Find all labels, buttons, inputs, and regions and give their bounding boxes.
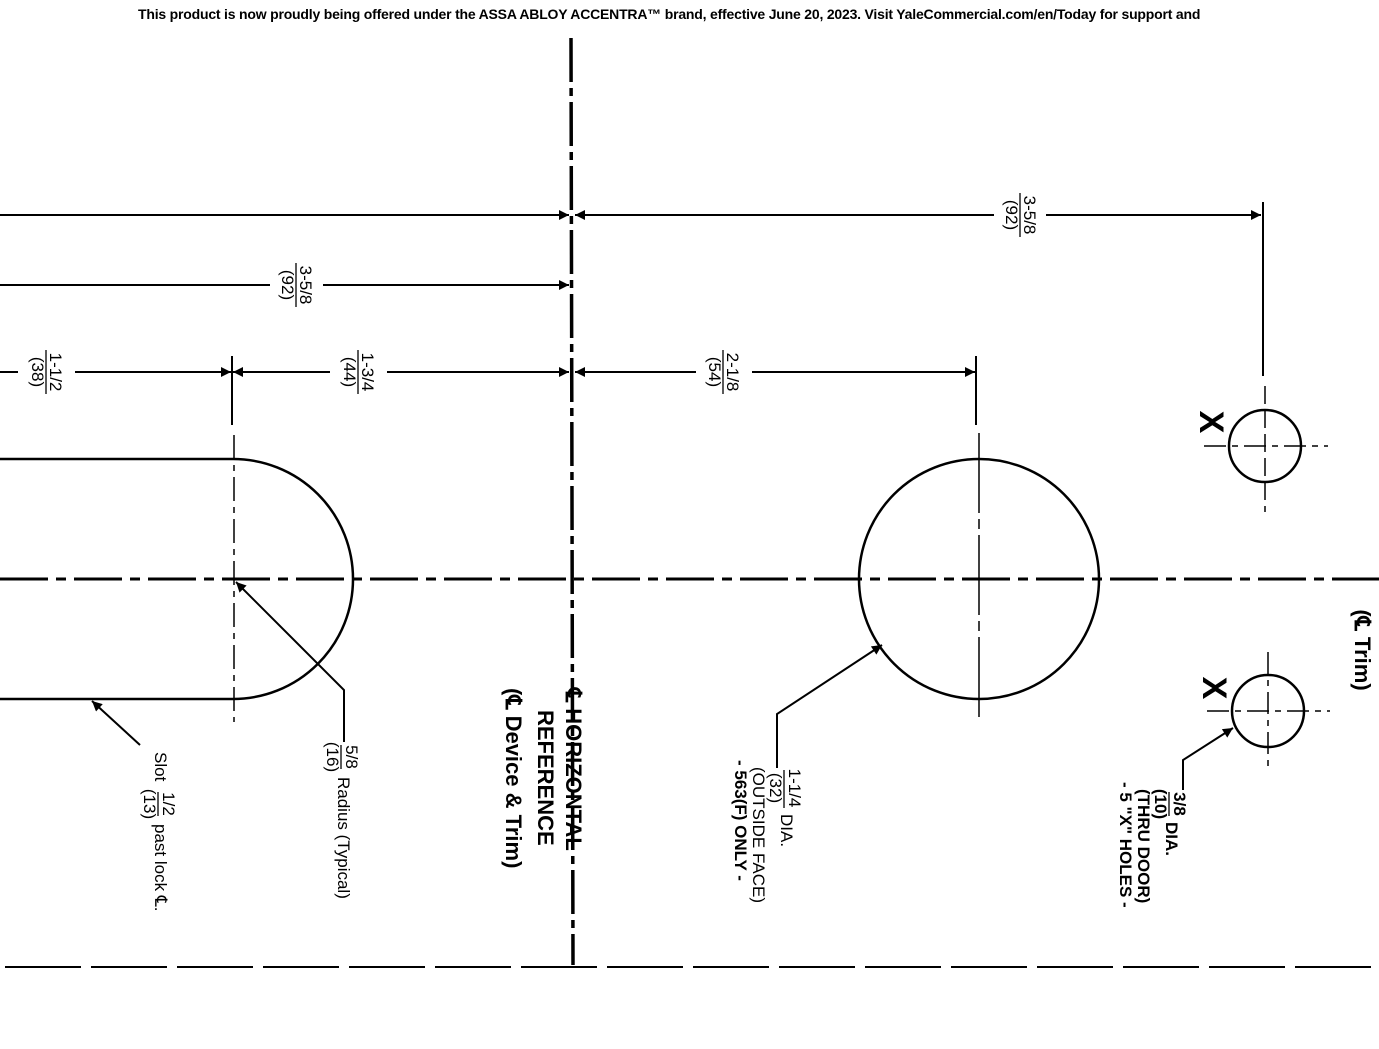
svg-text:(32): (32) [766,773,785,803]
hole-mark-top: X [1192,411,1230,434]
svg-text:- 563(F) ONLY -: - 563(F) ONLY - [731,760,750,881]
trim-centerline-label: (℄ Trim) [1350,609,1375,690]
svg-text:℄ HORIZONTAL: ℄ HORIZONTAL [561,687,586,851]
svg-text:Radius (Typical): Radius (Typical) [334,777,353,899]
horizontal-reference-label: ℄ HORIZONTAL REFERENCE (℄ Device & Trim) [501,687,586,868]
svg-text:2-1/8: 2-1/8 [723,353,742,392]
svg-text:(38): (38) [28,357,47,387]
svg-text:past lock ℄.: past lock ℄. [151,824,170,911]
svg-text:REFERENCE: REFERENCE [533,710,558,846]
small-hole-bottom [1207,652,1330,772]
slot-note: Slot 1/2 (13) past lock ℄. [140,752,178,911]
dim-label-mid-right: 2-1/8 (54) [705,350,742,394]
svg-text:(OUTSIDE FACE): (OUTSIDE FACE) [749,767,768,903]
svg-text:(92): (92) [1002,200,1021,230]
big-hole-note: 1-1/4 (32) DIA. (OUTSIDE FACE) - 563(F) … [731,760,804,903]
svg-text:(10): (10) [1151,789,1170,819]
notice-banner: This product is now proudly being offere… [138,6,1201,22]
dim-label-top: 3-5/8 (92) [1002,193,1039,237]
svg-text:(92): (92) [278,270,297,300]
svg-text:(16): (16) [323,742,342,772]
svg-text:1/2: 1/2 [159,792,178,816]
leader-lines [91,581,1234,790]
svg-text:Slot: Slot [151,752,170,782]
svg-text:(54): (54) [705,357,724,387]
svg-text:DIA.: DIA. [777,814,796,847]
svg-text:- 5 "X" HOLES -: - 5 "X" HOLES - [1116,782,1135,908]
hole-mark-bottom: X [1195,677,1233,700]
horizontal-reference-centerline [569,37,575,966]
svg-text:(44): (44) [340,357,359,387]
svg-text:5/8: 5/8 [342,745,361,769]
dim-label-mid-left: 1-3/4 (44) [340,350,377,394]
big-hole [857,433,1101,722]
svg-text:(THRU DOOR): (THRU DOOR) [1134,789,1153,903]
svg-text:DIA.: DIA. [1162,822,1181,856]
svg-text:1-1/4: 1-1/4 [785,769,804,808]
svg-text:(13): (13) [140,789,159,819]
svg-text:3-5/8: 3-5/8 [296,266,315,305]
small-hole-top [1204,408,1328,484]
small-holes-note: 3/8 (10) DIA. (THRU DOOR) - 5 "X" HOLES … [1116,782,1189,908]
dimension-top [0,202,1266,512]
slot-outline [0,435,355,722]
svg-text:1-3/4: 1-3/4 [358,353,377,392]
svg-text:3-5/8: 3-5/8 [1020,196,1039,235]
dimension-third [0,356,977,425]
dim-label-second: 3-5/8 (92) [278,263,315,307]
svg-text:1-1/2: 1-1/2 [46,353,65,392]
svg-text:(℄ Device & Trim): (℄ Device & Trim) [501,688,526,868]
dim-label-far-left: 1-1/2 (38) [28,350,65,394]
svg-text:3/8: 3/8 [1170,792,1189,816]
radius-note: 5/8 (16) Radius (Typical) [323,742,361,899]
